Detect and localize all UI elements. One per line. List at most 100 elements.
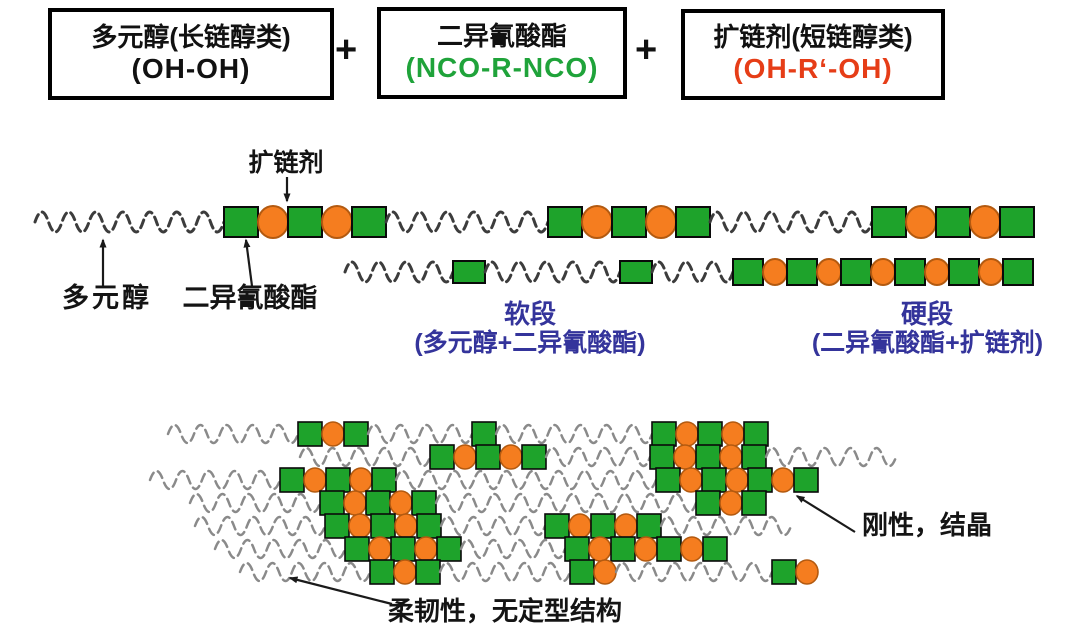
chain-extender-circle	[414, 536, 438, 562]
diisocyanate-square	[297, 421, 323, 447]
diisocyanate-square	[452, 260, 486, 284]
polyol-wavy-segment	[650, 260, 735, 284]
chain-extender-circle	[905, 205, 937, 239]
hard-segment-detail: (二异氰酸酯+扩链剂)	[811, 329, 1044, 357]
polyol-wavy-segment	[343, 260, 455, 284]
diisocyanate-square	[279, 467, 305, 493]
chain-extender-circle	[581, 205, 613, 239]
diisocyanate-square	[415, 559, 441, 585]
chain-extender-circle	[343, 490, 367, 516]
diisocyanate-square	[702, 536, 728, 562]
chain-extender-circle	[588, 536, 612, 562]
diisocyanate-square	[325, 467, 351, 493]
rigid-crystalline-label: 刚性，结晶	[862, 510, 993, 540]
rigid-arrow	[795, 495, 856, 533]
chain-extender-circle	[453, 444, 477, 470]
chain-extender-circle	[725, 467, 749, 493]
diisocyanate-square	[793, 467, 819, 493]
diisocyanate-square	[590, 513, 616, 539]
chain-extender-circle	[634, 536, 658, 562]
diisocyanate-square	[636, 513, 662, 539]
chain-extender-circle	[924, 258, 950, 286]
diisocyanate-square	[344, 536, 370, 562]
diisocyanate-square	[547, 206, 583, 238]
chain-extender-circle	[679, 467, 703, 493]
reactant-box-diisocyanate: 二异氰酸酯 (NCO-R-NCO)	[377, 7, 627, 99]
chain-extender-circle	[321, 421, 345, 447]
diisocyanate-square	[390, 536, 416, 562]
polyol-wavy-segment	[459, 538, 567, 560]
reactant-diisocyanate-name: 二异氰酸酯	[436, 20, 567, 51]
chain-extender-circle	[368, 536, 392, 562]
diisocyanate-square	[411, 490, 437, 516]
polyol-wavy-segment	[434, 492, 698, 514]
diisocyanate-square	[436, 536, 462, 562]
diisocyanate-square	[287, 206, 323, 238]
chain-extender-circle	[389, 490, 413, 516]
diisocyanate-square	[999, 206, 1035, 238]
diisocyanate-square	[675, 206, 711, 238]
chain-extender-circle	[303, 467, 327, 493]
flexible-amorphous-label: 柔韧性，无定型结构	[388, 596, 623, 626]
diisocyanate-square	[741, 490, 767, 516]
diisocyanate-square	[365, 490, 391, 516]
diisocyanate-square	[223, 206, 259, 238]
diisocyanate-arrow	[243, 238, 254, 287]
chain-extender-circle	[393, 559, 417, 585]
polyol-wavy-segment	[148, 469, 282, 491]
chain-extender-circle	[795, 559, 819, 585]
chain-extender-circle	[568, 513, 592, 539]
polyol-wavy-segment	[238, 561, 372, 583]
polyol-wavy-segment	[494, 423, 654, 445]
diisocyanate-square	[471, 421, 497, 447]
polymer-chain	[343, 258, 1034, 286]
diisocyanate-square	[701, 467, 727, 493]
polyol-wavy-segment	[394, 469, 658, 491]
diisocyanate-square	[564, 536, 590, 562]
diisocyanate-square	[741, 444, 767, 470]
chain-extender-circle	[675, 421, 699, 447]
diisocyanate-square	[771, 559, 797, 585]
diisocyanate-square	[610, 536, 636, 562]
hard-segment-title: 硬段	[900, 299, 953, 329]
polymer-chain	[188, 490, 767, 516]
diisocyanate-square	[651, 421, 677, 447]
diisocyanate-square	[319, 490, 345, 516]
polyol-wavy-segment	[438, 561, 572, 583]
reactant-polyol-formula: (OH-OH)	[131, 52, 251, 84]
diisocyanate-square	[732, 258, 764, 286]
polyol-wavy-segment	[33, 210, 226, 234]
chain-extender-circle	[673, 444, 697, 470]
polyol-wavy-segment	[193, 515, 327, 537]
chain-extender-circle	[721, 421, 745, 447]
diisocyanate-square	[695, 444, 721, 470]
reactant-chain-extender-formula: (OH-R‘-OH)	[733, 53, 893, 85]
diisocyanate-square	[786, 258, 818, 286]
reactant-box-chain-extender: 扩链剂(短链醇类) (OH-R‘-OH)	[681, 9, 945, 100]
soft-segment-detail: (多元醇+二异氰酸酯)	[414, 329, 646, 357]
polyol-wavy-segment	[298, 446, 432, 468]
diisocyanate-square	[840, 258, 872, 286]
chain-extender-circle	[614, 513, 638, 539]
chain-extender-circle	[680, 536, 704, 562]
flexible-arrow	[288, 576, 393, 606]
plus-sign-2: +	[635, 29, 658, 71]
polymer-chain	[213, 536, 728, 562]
diisocyanate-square	[521, 444, 547, 470]
diisocyanate-square	[544, 513, 570, 539]
chain-extender-circle	[394, 513, 418, 539]
diisocyanate-square	[371, 467, 397, 493]
diisocyanate-square	[370, 513, 396, 539]
reactant-box-polyol: 多元醇(长链醇类) (OH-OH)	[48, 8, 334, 100]
chain-extender-circle	[978, 258, 1004, 286]
chain-extender-circle	[870, 258, 896, 286]
polyol-wavy-segment	[439, 515, 547, 537]
polyol-label: 多元醇	[62, 283, 152, 313]
chain-extender-circle	[645, 205, 677, 239]
diisocyanate-square	[894, 258, 926, 286]
diisocyanate-square	[697, 421, 723, 447]
polyol-wavy-segment	[366, 423, 474, 445]
reactant-diisocyanate-formula: (NCO-R-NCO)	[405, 51, 599, 83]
